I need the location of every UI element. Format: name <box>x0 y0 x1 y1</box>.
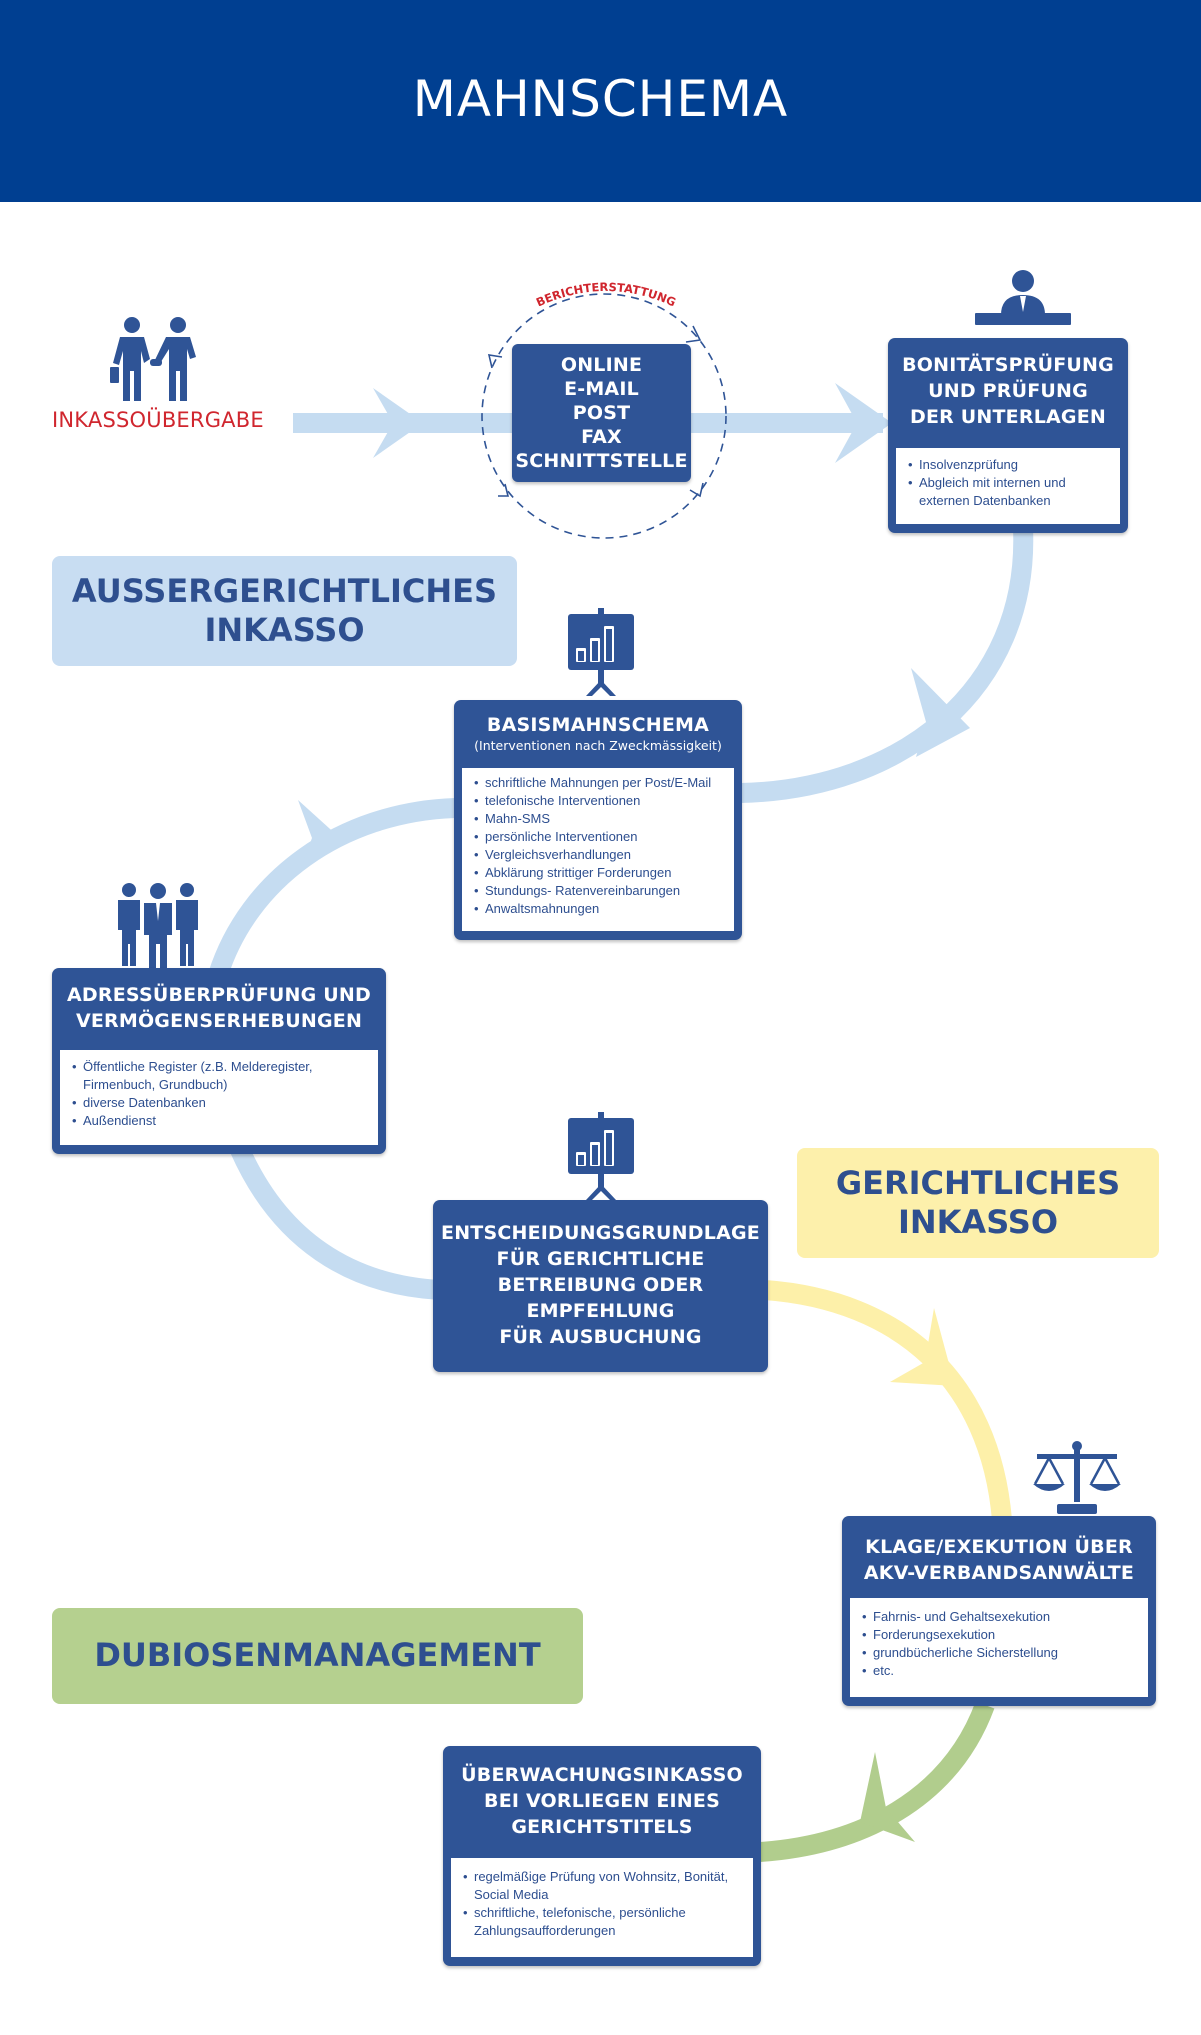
adress-title-line-1: ADRESSÜBERPRÜFUNG UND <box>67 984 371 1006</box>
adress-title-line-2: VERMÖGENSERHEBUNGEN <box>75 1010 363 1032</box>
report-cycle-arrow-4 <box>487 354 503 369</box>
klage-title-line-1: KLAGE/EXEKUTION ÜBER <box>865 1536 1133 1558</box>
list-item: Insolvenzprüfung <box>908 456 1112 474</box>
business-handshake-icon <box>110 317 196 401</box>
list-item: Forderungsexekution <box>862 1626 1140 1644</box>
list-item: Vergleichsverhandlungen <box>474 846 726 864</box>
list-item: diverse Datenbanken <box>72 1094 370 1112</box>
phase-label-gerichtlich: GERICHTLICHES INKASSO <box>797 1148 1159 1258</box>
list-item: grundbücherliche Sicherstellung <box>862 1644 1140 1662</box>
list-item: persönliche Interventionen <box>474 828 726 846</box>
ueberwachung-box: ÜBERWACHUNGSINKASSO BEI VORLIEGEN EINES … <box>443 1746 761 1966</box>
klage-title-line-2: AKV-VERBANDSANWÄLTE <box>863 1562 1135 1584</box>
arrowhead-bonitaet-basis <box>911 668 970 757</box>
entscheidung-title-line-3: BETREIBUNG ODER <box>497 1274 704 1296</box>
channel-interface: SCHNITTSTELLE <box>515 450 688 472</box>
entscheidung-box: ENTSCHEIDUNGSGRUNDLAGE FÜR GERICHTLICHE … <box>433 1200 768 1372</box>
list-item: Mahn-SMS <box>474 810 726 828</box>
bonitaet-title-line-1: BONITÄTSPRÜFUNG <box>902 354 1114 376</box>
presentation-chart-icon <box>568 608 634 696</box>
page-title: MAHNSCHEMA <box>412 70 789 128</box>
entscheidung-title-line-1: ENTSCHEIDUNGSGRUNDLAGE <box>441 1222 760 1244</box>
list-item: Außendienst <box>72 1112 370 1130</box>
list-item: regelmäßige Prüfung von Wohnsitz, Bonitä… <box>463 1868 745 1904</box>
flow-bonitaet-to-basis <box>739 527 1034 803</box>
bonitaet-details: Insolvenzprüfung Abgleich mit internen u… <box>896 448 1120 524</box>
basis-title: BASISMAHNSCHEMA <box>486 714 710 736</box>
list-item: Fahrnis- und Gehaltsexekution <box>862 1608 1140 1626</box>
report-cycle-arrow-3 <box>498 483 510 497</box>
phase-label-dubiosen-text: DUBIOSENMANAGEMENT <box>94 1636 541 1674</box>
channel-email: E-MAIL <box>564 378 639 400</box>
clerk-at-desk-icon <box>975 270 1071 325</box>
phase-label-aussergerichtlich: AUSSERGERICHTLICHES INKASSO <box>52 556 517 666</box>
klage-details: Fahrnis- und Gehaltsexekution Forderungs… <box>850 1598 1148 1697</box>
scales-of-justice-icon <box>1033 1441 1121 1514</box>
arrowhead-entscheidung-klage <box>890 1308 955 1386</box>
page-header: MAHNSCHEMA <box>0 0 1201 202</box>
start-label: INKASSOÜBERGABE <box>52 408 264 432</box>
basis-details: schriftliche Mahnungen per Post/E-Mail t… <box>462 768 734 931</box>
svg-text:BERICHTERSTATTUNG: BERICHTERSTATTUNG <box>536 280 676 306</box>
ueberwachung-details: regelmäßige Prüfung von Wohnsitz, Bonitä… <box>451 1858 753 1957</box>
list-item: telefonische Interventionen <box>474 792 726 810</box>
intake-arrowhead-1 <box>373 388 423 458</box>
list-item: Stundungs- Ratenvereinbarungen <box>474 882 726 900</box>
arrowhead-klage-ueberwachung <box>860 1752 915 1842</box>
presentation-chart-icon <box>568 1112 634 1200</box>
ueberwachung-title-line-3: GERICHTSTITELS <box>511 1816 693 1838</box>
report-label: BERICHTERSTATTUNG <box>536 280 676 306</box>
bonitaet-title-line-3: DER UNTERLAGEN <box>910 406 1106 428</box>
basis-subtitle: (Interventionen nach Zweckmässigkeit) <box>474 738 722 753</box>
team-group-icon <box>118 883 198 968</box>
report-cycle-arrow-1 <box>685 325 702 343</box>
ueberwachung-title-line-1: ÜBERWACHUNGSINKASSO <box>461 1764 743 1786</box>
list-item: schriftliche, telefonische, persönliche … <box>463 1904 745 1940</box>
phase-label-gerichtlich-line-1: GERICHTLICHES <box>835 1164 1121 1202</box>
phase-label-gerichtlich-line-2: INKASSO <box>897 1203 1059 1241</box>
phase-label-dubiosen: DUBIOSENMANAGEMENT <box>52 1608 583 1704</box>
flow-basis-to-adress <box>208 798 456 979</box>
arrowhead-basis-adress <box>298 800 340 870</box>
channel-post: POST <box>572 402 631 424</box>
flow-klage-to-ueberwachung <box>759 1701 995 1862</box>
adress-box: ADRESSÜBERPRÜFUNG UND VERMÖGENSERHEBUNGE… <box>52 968 386 1154</box>
entscheidung-title-line-2: FÜR GERICHTLICHE <box>496 1248 705 1270</box>
adress-details: Öffentliche Register (z.B. Melderegister… <box>60 1050 378 1145</box>
list-item: Öffentliche Register (z.B. Melderegister… <box>72 1058 370 1094</box>
entscheidung-title-line-4: EMPFEHLUNG <box>526 1300 675 1322</box>
list-item: schriftliche Mahnungen per Post/E-Mail <box>474 774 726 792</box>
phase-label-aussergerichtlich-line-2: INKASSO <box>204 611 365 649</box>
list-item: etc. <box>862 1662 1140 1680</box>
channel-online: ONLINE <box>560 354 643 376</box>
channel-fax: FAX <box>581 426 622 448</box>
bonitaet-box: BONITÄTSPRÜFUNG UND PRÜFUNG DER UNTERLAG… <box>888 338 1128 533</box>
report-label-arc: BERICHTERSTATTUNG <box>536 280 676 306</box>
list-item: Anwaltsmahnungen <box>474 900 726 918</box>
bonitaet-title-line-2: UND PRÜFUNG <box>928 380 1088 402</box>
flow-entscheidung-to-klage <box>764 1280 1012 1521</box>
list-item: Abklärung strittiger Forderungen <box>474 864 726 882</box>
report-cycle-arrow-2 <box>689 482 704 498</box>
list-item: Abgleich mit internen und externen Daten… <box>908 474 1112 510</box>
channels-box: ONLINE E-MAIL POST FAX SCHNITTSTELLE <box>512 344 691 482</box>
phase-label-aussergerichtlich-line-1: AUSSERGERICHTLICHES <box>71 572 498 610</box>
entscheidung-title-line-5: FÜR AUSBUCHUNG <box>499 1326 702 1348</box>
report-cycle-circle <box>481 293 727 539</box>
klage-box: KLAGE/EXEKUTION ÜBER AKV-VERBANDSANWÄLTE… <box>842 1516 1156 1706</box>
intake-arrowhead-2 <box>835 383 892 463</box>
basis-box: BASISMAHNSCHEMA (Interventionen nach Zwe… <box>454 700 742 940</box>
flow-adress-to-entscheidung <box>230 1145 441 1300</box>
ueberwachung-title-line-2: BEI VORLIEGEN EINES <box>484 1790 720 1812</box>
